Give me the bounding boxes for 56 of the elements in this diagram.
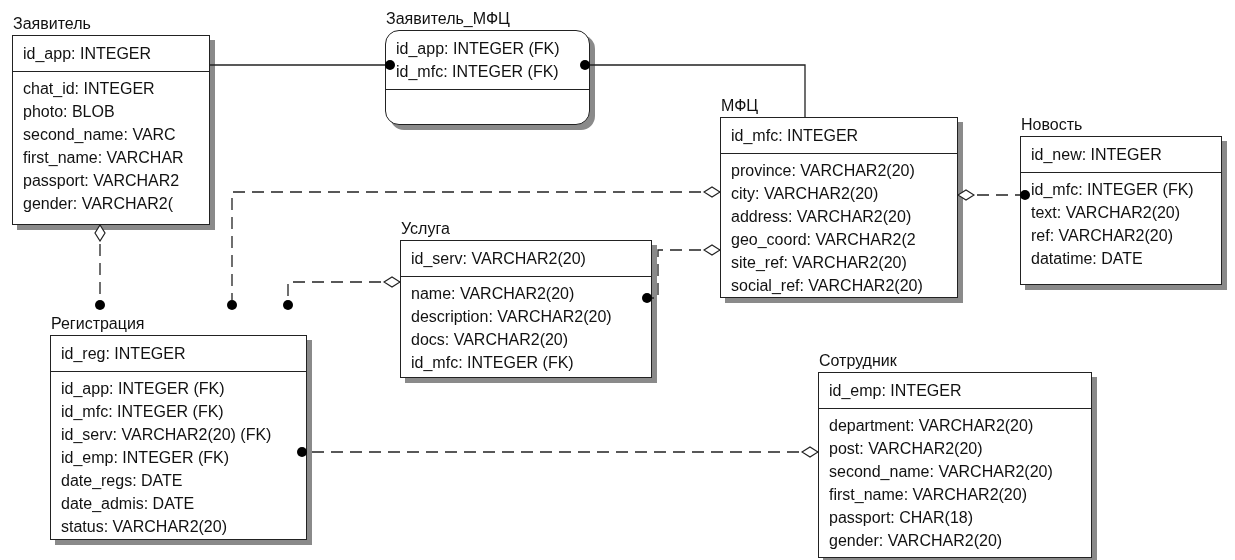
relationship-line [580, 60, 806, 118]
attribute-field: id_mfc: INTEGER (FK) [411, 351, 641, 374]
entity-name: Сотрудник [819, 352, 897, 370]
entity-name: Регистрация [51, 315, 145, 333]
attribute-field: passport: CHAR(18) [829, 506, 1081, 529]
attribute-field: photo: BLOB [23, 100, 199, 123]
relationship-line [283, 276, 401, 310]
attribute-field: second_name: VARC [23, 123, 199, 146]
attribute-field: datatime: DATE [1031, 247, 1211, 270]
relationship-line [94, 224, 106, 310]
primary-key-field: id_emp: INTEGER [829, 379, 1081, 402]
primary-key-field: id_app: INTEGER (FK) [396, 37, 579, 60]
attribute-field: id_mfc: INTEGER (FK) [61, 400, 296, 423]
attribute-field: passport: VARCHAR2 [23, 169, 199, 192]
attribute-field: geo_coord: VARCHAR2(2 [731, 228, 947, 251]
attribute-field: id_app: INTEGER (FK) [61, 377, 296, 400]
attribute-field: department: VARCHAR2(20) [829, 414, 1081, 437]
entity-name: Заявитель_МФЦ [386, 10, 510, 28]
attribute-field: site_ref: VARCHAR2(20) [731, 251, 947, 274]
attribute-field: name: VARCHAR2(20) [411, 282, 641, 305]
attribute-field: gender: VARCHAR2(20) [829, 529, 1081, 552]
attribute-field: id_serv: VARCHAR2(20) (FK) [61, 423, 296, 446]
primary-key-field: id_mfc: INTEGER (FK) [396, 60, 579, 83]
attribute-field: post: VARCHAR2(20) [829, 437, 1081, 460]
entity-name: МФЦ [721, 97, 759, 115]
primary-key-field: id_new: INTEGER [1031, 143, 1211, 166]
attribute-field: second_name: VARCHAR2(20) [829, 460, 1081, 483]
attribute-field: first_name: VARCHAR2(20) [829, 483, 1081, 506]
attribute-field: ref: VARCHAR2(20) [1031, 224, 1211, 247]
attribute-field: date_regs: DATE [61, 469, 296, 492]
primary-key-field: id_serv: VARCHAR2(20) [411, 247, 641, 270]
relationship-line [957, 189, 1030, 201]
relationship-line [227, 186, 721, 310]
primary-key-field: id_mfc: INTEGER [731, 124, 947, 147]
attribute-field: id_mfc: INTEGER (FK) [1031, 178, 1211, 201]
attribute-field: gender: VARCHAR2( [23, 192, 199, 215]
entity-name: Новость [1021, 116, 1083, 134]
primary-key-field: id_app: INTEGER [23, 42, 199, 65]
attribute-field: city: VARCHAR2(20) [731, 182, 947, 205]
entity-name: Услуга [401, 220, 450, 238]
attribute-field: id_emp: INTEGER (FK) [61, 446, 296, 469]
attribute-field: status: VARCHAR2(20) [61, 515, 296, 538]
entity-name: Заявитель [13, 15, 91, 33]
attribute-field: chat_id: INTEGER [23, 77, 199, 100]
attribute-field: address: VARCHAR2(20) [731, 205, 947, 228]
attribute-field: province: VARCHAR2(20) [731, 159, 947, 182]
attribute-field: first_name: VARCHAR [23, 146, 199, 169]
attribute-field: date_admis: DATE [61, 492, 296, 515]
relationship-line [297, 446, 819, 458]
primary-key-field: id_reg: INTEGER [61, 342, 296, 365]
attribute-field: social_ref: VARCHAR2(20) [731, 274, 947, 297]
relationship-line [209, 60, 395, 70]
attribute-field: text: VARCHAR2(20) [1031, 201, 1211, 224]
relationship-line [642, 244, 721, 303]
attribute-field: docs: VARCHAR2(20) [411, 328, 641, 351]
attribute-field: description: VARCHAR2(20) [411, 305, 641, 328]
